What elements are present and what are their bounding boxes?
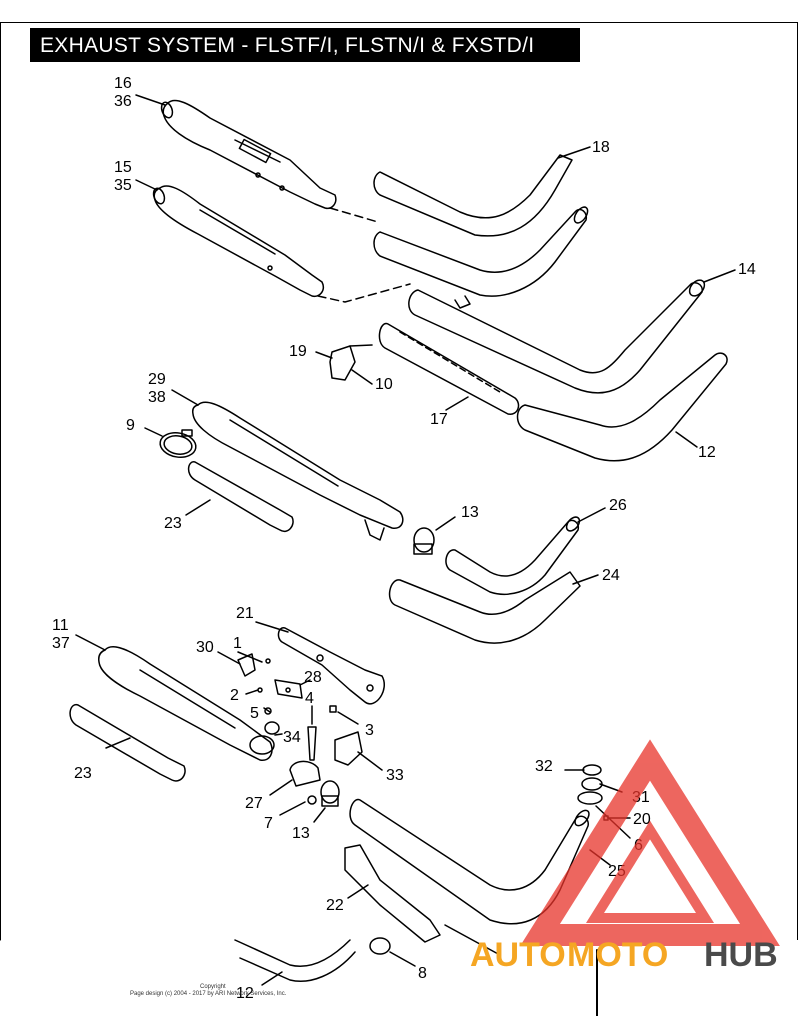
label-36: 36 [114,93,132,110]
label-4: 4 [305,690,314,707]
muffler-29-38 [192,401,404,541]
heat-shield-23-upper [187,461,294,532]
clamp-27 [289,760,321,787]
label-12-lower: 12 [236,985,254,1002]
muffler-16-36 [160,99,337,210]
watermark-text: AUTO MOTO HUB [470,936,778,974]
heat-shield-17 [378,322,520,415]
header-pipe-26 [445,516,581,595]
muffler-15-35 [152,185,324,298]
screw-1 [265,658,271,664]
label-34: 34 [283,729,301,746]
label-38: 38 [148,389,166,406]
header-pipe-14 [408,279,706,394]
label-7: 7 [264,815,273,832]
frame-border-top [0,22,798,23]
label-5: 5 [250,705,259,722]
label-23-lower: 23 [74,765,92,782]
copyright-line2: Page design (c) 2004 - 2017 by ARI Netwo… [130,991,287,997]
label-24: 24 [602,567,620,584]
nut-5 [264,707,272,715]
label-11: 11 [52,617,69,634]
header-pipe-25 [349,798,590,925]
bolt-4 [307,726,317,761]
washer-34 [264,721,280,735]
bracket-28 [274,679,303,699]
pipe-segment-lower [444,924,501,956]
watermark-moto: MOTO [567,936,668,974]
label-13-upper: 13 [461,504,479,521]
label-37: 37 [52,635,70,652]
label-26: 26 [609,497,627,514]
label-1: 1 [233,635,242,652]
label-32: 32 [535,758,553,775]
nut-7 [307,795,317,805]
label-22: 22 [326,897,344,914]
label-23-upper: 23 [164,515,182,532]
label-20: 20 [633,811,651,828]
diagram-title-bar: EXHAUST SYSTEM - FLSTF/I, FLSTN/I & FXST… [30,28,580,62]
heat-shield-12-upper [516,352,728,462]
header-pipe-18 [373,154,589,297]
label-3: 3 [365,722,374,739]
label-16: 16 [114,75,132,92]
label-8: 8 [418,965,427,982]
label-35: 35 [114,177,132,194]
gasket-32 [582,764,602,776]
heat-shield-12-lower [234,939,356,982]
bracket-21 [277,627,385,705]
bracket-33 [334,731,363,766]
frame-border-left [0,22,1,940]
heat-shield-23-lower [69,703,186,782]
label-17: 17 [430,411,448,428]
gasket-31 [577,777,603,805]
clamp-9 [159,429,197,458]
muffler-11-37 [98,646,275,761]
label-27: 27 [245,795,263,812]
watermark-logo [520,739,780,946]
label-13-lower: 13 [292,825,310,842]
label-18: 18 [592,139,610,156]
label-15: 15 [114,159,132,176]
frame-border-right [797,22,798,940]
label-12-upper: 12 [698,444,716,461]
label-9: 9 [126,417,135,434]
watermark-auto: AUTO [470,936,566,974]
label-21: 21 [236,605,254,622]
bracket-19 [329,344,373,381]
label-33: 33 [386,767,404,784]
label-30: 30 [196,639,214,656]
label-28: 28 [304,669,322,686]
label-29: 29 [148,371,166,388]
heat-shield-24 [388,571,581,644]
label-2: 2 [230,687,239,704]
clamp-13-upper [413,527,435,555]
label-14: 14 [738,261,756,278]
diagram-title: EXHAUST SYSTEM - FLSTF/I, FLSTN/I & FXST… [40,34,535,57]
clamp-13-lower [320,780,340,807]
label-10: 10 [375,376,393,393]
clamp-8 [369,937,391,955]
watermark-hub: HUB [704,936,778,974]
copyright-line1: Copyright [200,984,226,990]
part-number-labels: 16 36 15 35 18 14 19 10 17 12 29 38 9 23… [52,75,756,1002]
heat-shield-22 [344,844,441,943]
label-19: 19 [289,343,307,360]
bolt-3 [329,705,337,713]
